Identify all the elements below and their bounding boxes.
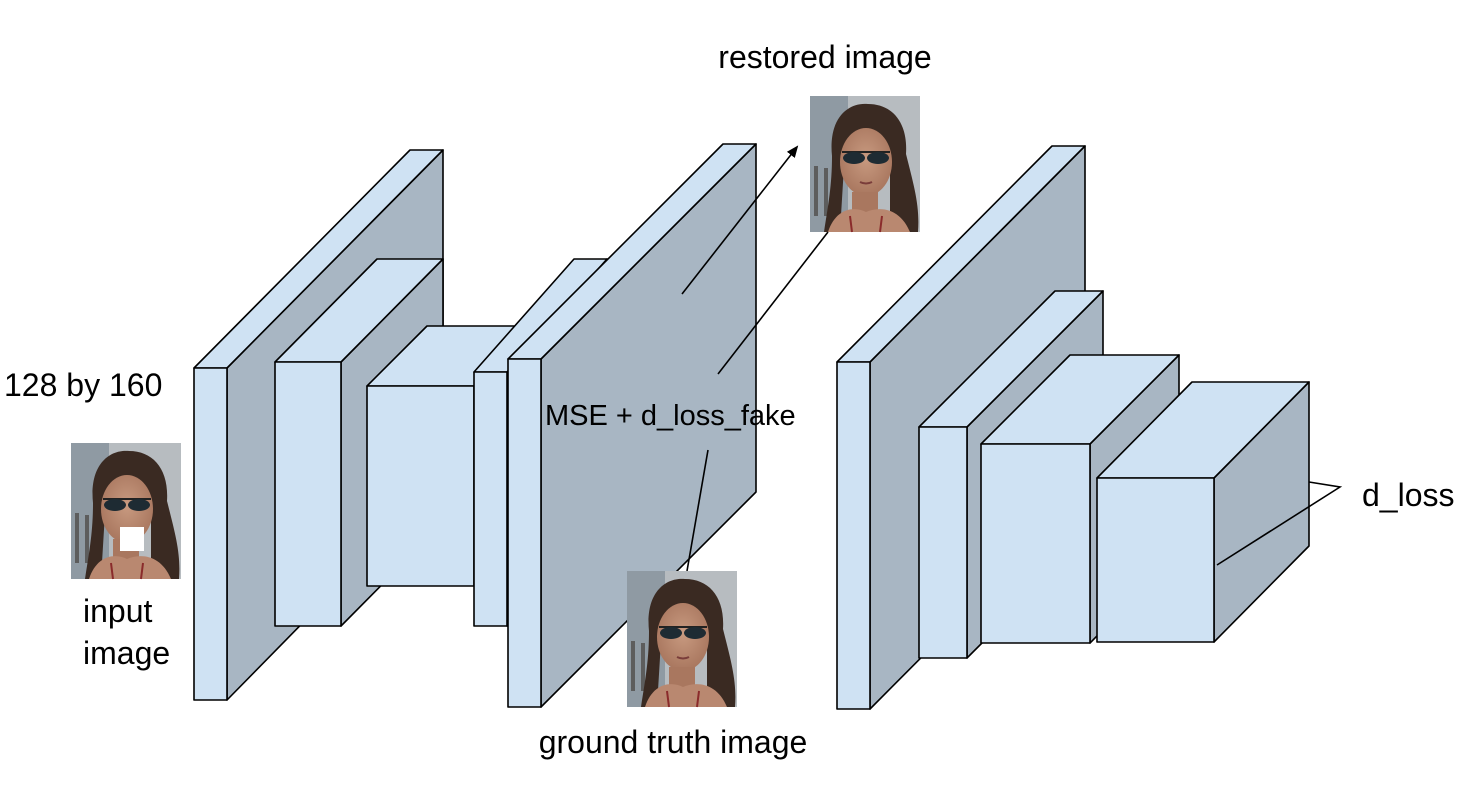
restored-to-loss-line <box>717 231 829 375</box>
generator-output-layer <box>507 143 757 708</box>
input-image-label-line2: image <box>83 635 170 671</box>
arrow-to-restored-image <box>681 145 799 295</box>
ground-truth-to-loss-line <box>686 449 709 572</box>
input-image-label-line1: input <box>83 593 153 629</box>
ground-truth-image-label: ground truth image <box>539 724 808 760</box>
input-size-label: 128 by 160 <box>4 367 162 403</box>
mask-square <box>120 527 144 551</box>
restored-image-label: restored image <box>718 39 931 75</box>
input-image <box>70 442 182 580</box>
discriminator-loss-label: d_loss <box>1362 477 1455 513</box>
ground-truth-image <box>626 570 738 708</box>
discriminator-layer-4 <box>1096 381 1310 643</box>
restored-image <box>809 95 921 233</box>
generator-loss-label: MSE + d_loss_fake <box>545 400 796 432</box>
d-loss-connector <box>1216 481 1343 566</box>
